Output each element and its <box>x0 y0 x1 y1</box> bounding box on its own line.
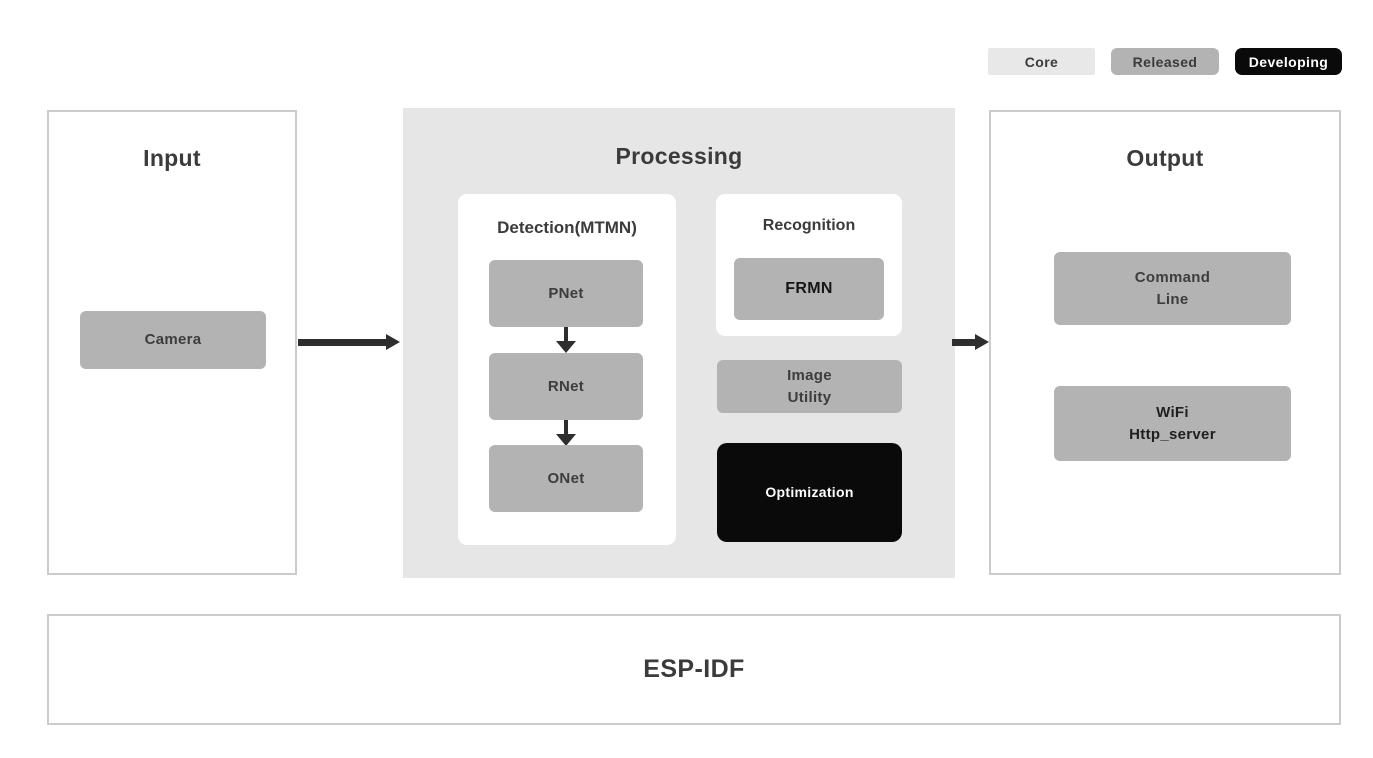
detection-group: Detection(MTMN) PNet RNet ONet <box>458 194 676 545</box>
optimization-module: Optimization <box>717 443 902 542</box>
camera-module: Camera <box>80 311 266 369</box>
input-panel: Input Camera <box>47 110 297 575</box>
esp-idf-title: ESP-IDF <box>643 655 745 683</box>
arrow-shaft <box>564 420 568 435</box>
pnet-module: PNet <box>489 260 643 327</box>
output-panel: Output Command Line WiFi Http_server <box>989 110 1341 575</box>
processing-panel-title: Processing <box>615 143 743 169</box>
rnet-module: RNet <box>489 353 643 420</box>
legend-developing-badge: Developing <box>1235 48 1342 75</box>
legend-core-badge: Core <box>988 48 1095 75</box>
output-panel-title: Output <box>1126 145 1204 171</box>
recognition-group-title: Recognition <box>762 217 856 234</box>
arrow-shaft <box>952 338 977 346</box>
arrow-input-to-processing-icon <box>298 334 400 350</box>
frmn-module: FRMN <box>734 258 884 320</box>
arrow-rnet-to-onet-icon <box>556 420 576 446</box>
recognition-group: Recognition FRMN <box>716 194 902 336</box>
command-line-module: Command Line <box>1054 252 1291 325</box>
esp-idf-panel: ESP-IDF <box>47 614 1341 725</box>
arrow-head-icon <box>386 334 400 350</box>
processing-panel: Processing Detection(MTMN) PNet RNet ONe… <box>403 108 955 578</box>
legend-released-badge: Released <box>1111 48 1219 75</box>
arrow-processing-to-output-icon <box>952 334 989 350</box>
arrow-head-icon <box>556 434 576 446</box>
arrow-head-icon <box>975 334 989 350</box>
detection-group-title: Detection(MTMN) <box>497 218 637 237</box>
arrow-pnet-to-rnet-icon <box>556 327 576 353</box>
image-utility-module: Image Utility <box>717 360 902 413</box>
arrow-shaft <box>298 338 388 346</box>
arrow-head-icon <box>556 341 576 353</box>
onet-module: ONet <box>489 445 643 512</box>
wifi-http-server-module: WiFi Http_server <box>1054 386 1291 461</box>
arrow-shaft <box>564 327 568 342</box>
input-panel-title: Input <box>143 145 201 171</box>
